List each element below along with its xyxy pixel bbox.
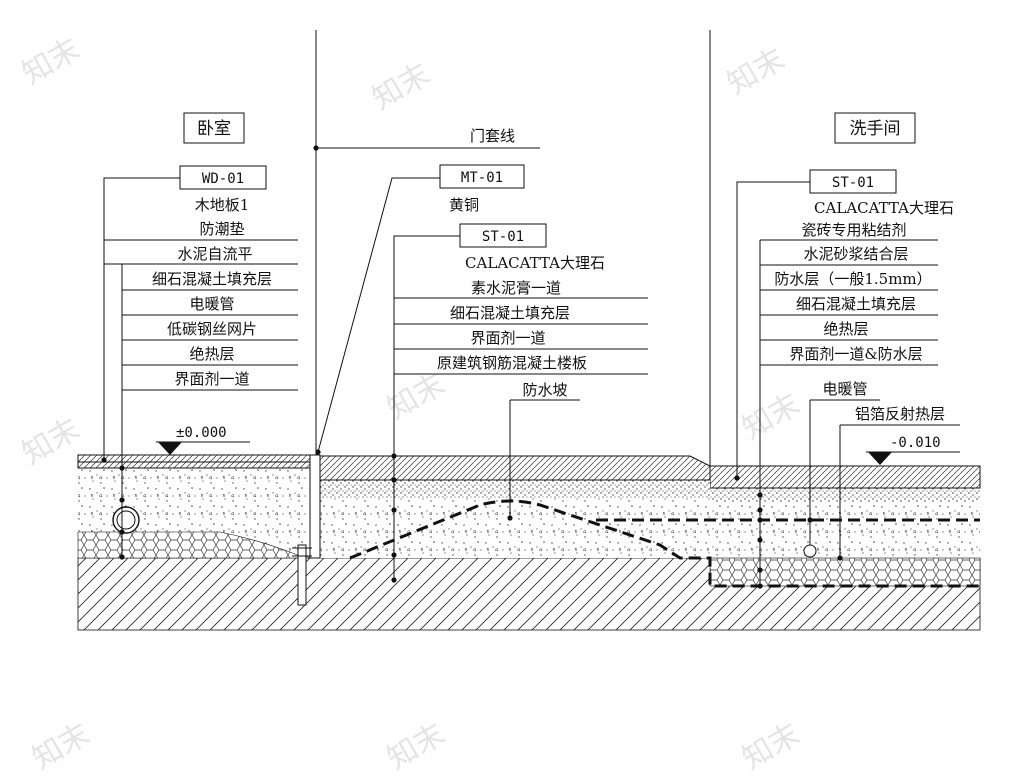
layer-label: 细石混凝土填充层 [450,304,570,322]
layer-label: 细石混凝土填充层 [796,295,916,313]
washroom-title: 洗手间 [850,119,901,139]
layer-label: CALACATTA大理石 [814,199,954,217]
layer-label: CALACATTA大理石 [465,254,605,272]
watermark-layer: 知末 知末 知末 知末 知末 知末 知末 知末 知末 [17,32,806,777]
middle-mortar [320,480,710,498]
layer-label: 黄铜 [449,196,479,214]
layer-label: 瓷砖专用粘结剂 [801,221,906,239]
mt-leader: MT-01 黄铜 [315,164,525,455]
svg-text:知末: 知末 [722,42,791,102]
middle-fill-layer [316,498,710,558]
washroom-stone [709,465,981,489]
middle-leader: ST-01 CALACATTA大理石 素水泥膏一道 细石混凝土填充层 界面剂一道… [391,223,648,583]
washroom-leader: ST-01 CALACATTA大理石 瓷砖专用粘结剂 水泥砂浆结合层 防水层（一… [734,169,960,589]
layer-label: 原建筑钢筋混凝土楼板 [437,354,587,372]
washroom-fill-layer [710,500,980,558]
layer-label: 铝箔反射热层 [855,405,945,423]
bedroom-level: ±0.000 [176,425,227,441]
anchor-bolt [297,544,307,606]
bedroom-leader: WD-01 木地板1 防潮垫 水泥自流平 细石混凝土填充层 电暖管 低碳钢丝网片… [101,165,298,560]
layer-label: 防潮垫 [199,220,244,238]
door-line-label: 门套线 [470,127,515,145]
layer-label: 界面剂一道 [470,329,545,347]
layer-label: 绝热层 [189,345,234,363]
svg-text:知末: 知末 [737,717,806,777]
st-mid-code: ST-01 [482,229,524,245]
layer-label: 水泥砂浆结合层 [803,245,908,263]
washroom-level-marker: -0.010 [866,435,960,465]
door-lines [313,30,711,466]
brass-threshold [309,454,321,559]
washroom-level: -0.010 [890,435,941,451]
washroom-mortar [710,488,980,502]
layer-label: 防水层（一般1.5mm） [774,270,931,288]
layer-label: 绝热层 [823,320,868,338]
wd-code: WD-01 [202,171,244,187]
washroom-pipe-icon [803,544,817,558]
mt-code: MT-01 [461,170,503,186]
layer-label: 电暖管 [822,380,867,398]
svg-text:知末: 知末 [27,717,96,777]
layer-label: 细石混凝土填充层 [152,270,272,288]
waterproof-slope-label: 防水坡 [522,381,567,399]
layer-label: 素水泥膏一道 [471,279,561,297]
layer-label: 低碳钢丝网片 [167,320,257,338]
washroom-insulation [709,557,981,587]
svg-text:知末: 知末 [367,57,436,117]
waterproof-slope-line [349,499,980,588]
layer-label: 界面剂一道&防水层 [789,345,922,363]
room-titles: 卧室 洗手间 [183,112,916,144]
middle-stone [319,455,711,481]
layer-label: 木地板1 [195,196,250,214]
svg-text:知末: 知末 [382,367,451,427]
section-layers [77,454,981,631]
svg-text:知末: 知末 [17,32,86,92]
layer-label: 水泥自流平 [177,245,252,263]
bedroom-level-marker: ±0.000 [156,425,250,455]
svg-text:知末: 知末 [737,387,806,447]
bedroom-title: 卧室 [197,119,231,139]
svg-text:知末: 知末 [17,412,86,472]
layer-label: 界面剂一道 [174,370,249,388]
st-right-code: ST-01 [832,175,874,191]
layer-label: 电暖管 [189,295,234,313]
svg-text:知末: 知末 [382,717,451,777]
